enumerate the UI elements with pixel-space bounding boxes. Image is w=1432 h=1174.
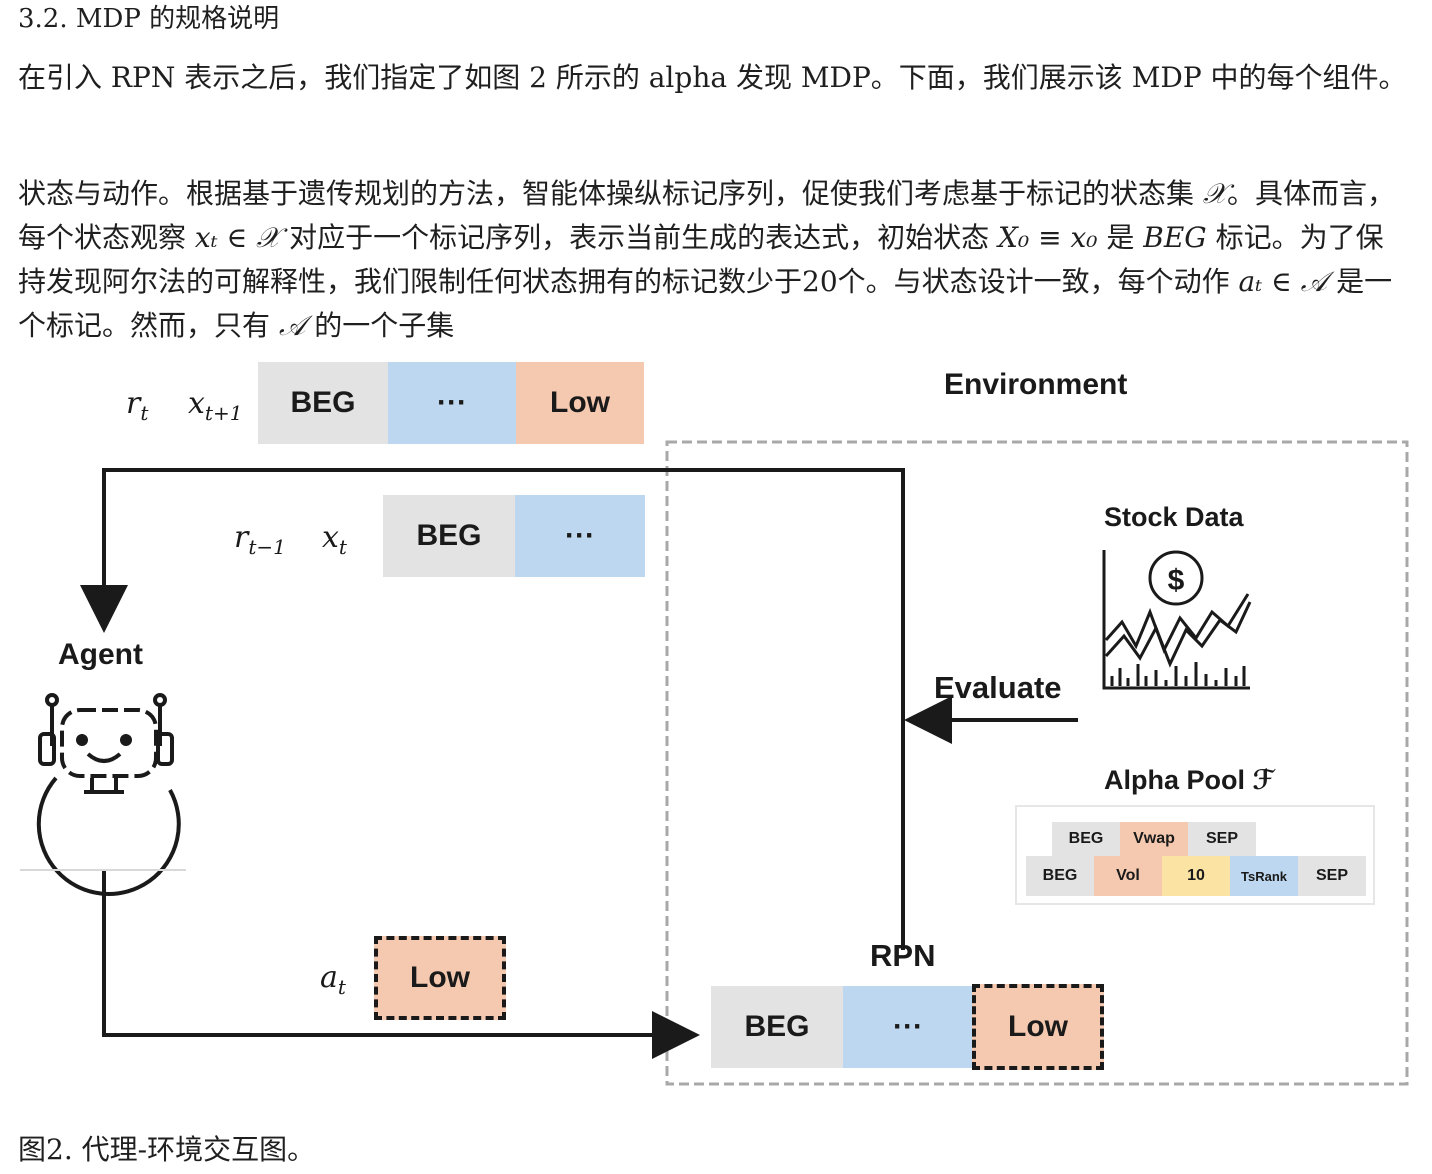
pool-token-10: 10: [1162, 856, 1230, 896]
text-run: 是: [1097, 221, 1144, 254]
text-run: 状态与动作。根据基于遗传规划的方法，智能体操纵标记序列，促使我们考虑基于标记的状…: [18, 177, 1203, 210]
environment-label: Environment: [944, 368, 1128, 401]
pool-token-vwap: Vwap: [1120, 822, 1188, 856]
math-xt-in-x: xₜ ∈ 𝒳: [194, 221, 281, 254]
text-run: 是一个标记。然而，只有: [18, 265, 1393, 342]
token-ellipsis: ···: [388, 362, 516, 444]
figure-lines: $: [20, 440, 1409, 1086]
text-run: 标记。为了保持发现阿尔法的可解释性，我们限制任何状态拥有的标记数少于20个。与状…: [18, 221, 1384, 298]
text-run: 的一个子集: [305, 309, 455, 342]
math-beg: BEG: [1143, 221, 1207, 254]
rpn-label: RPN: [870, 938, 936, 973]
token-ellipsis: ···: [515, 495, 645, 577]
math-at-in-a: aₜ ∈ 𝒜: [1238, 265, 1328, 298]
evaluate-label: Evaluate: [934, 670, 1062, 705]
pool-token-beg: BEG: [1052, 822, 1120, 856]
paragraph-intro: 在引入 RPN 表示之后，我们指定了如图 2 所示的 alpha 发现 MDP。…: [18, 61, 1407, 94]
token-beg: BEG: [258, 362, 388, 444]
environment-boundary: [665, 440, 1409, 1086]
pool-token-beg: BEG: [1026, 856, 1094, 896]
stock-chart-icon: [1102, 550, 1252, 690]
pool-token-vol: Vol: [1094, 856, 1162, 896]
dollar-icon: $: [1168, 564, 1185, 597]
token-beg: BEG: [711, 986, 843, 1068]
agent-label: Agent: [58, 638, 143, 671]
alpha-pool-label: Alpha Pool ℱ: [1104, 765, 1275, 795]
action-arrow: [102, 870, 700, 1059]
paragraph-state-action: 状态与动作。根据基于遗传规划的方法，智能体操纵标记序列，促使我们考虑基于标记的状…: [18, 172, 1410, 348]
reward-t-label: rt: [126, 386, 149, 425]
token-low: Low: [972, 984, 1104, 1070]
token-ellipsis: ···: [843, 986, 973, 1068]
stock-data-label: Stock Data: [1104, 502, 1244, 532]
pool-token-sep: SEP: [1298, 856, 1366, 896]
feedback-arrow: [80, 468, 905, 950]
text-run: 对应于一个标记序列，表示当前生成的表达式，初始状态: [280, 221, 999, 254]
section-title: 3.2. MDP 的规格说明: [18, 4, 280, 34]
pool-token-sep: SEP: [1188, 822, 1256, 856]
figure-caption: 图2. 代理-环境交互图。: [18, 1133, 316, 1166]
pool-token-tsrank: TsRank: [1230, 856, 1298, 896]
math-initial-state: X₀ ≡ x₀: [998, 221, 1098, 254]
text-run: 。具体而言，每个状态观察: [18, 177, 1396, 254]
agent-environment-figure: $ Environment Stock Data Evaluate Alpha …: [0, 350, 1432, 1110]
reward-tm1-label: rt−1: [234, 520, 286, 559]
action-t-label: at: [320, 960, 346, 999]
token-low: Low: [516, 362, 644, 444]
state-t-label: xt: [322, 520, 347, 559]
math-action-set: 𝒜: [278, 309, 306, 342]
state-t1-label: xt+1: [188, 386, 243, 425]
robot-agent-icon: [36, 693, 181, 896]
action-token-low: Low: [374, 936, 506, 1020]
token-beg: BEG: [383, 495, 515, 577]
math-state-set: 𝒳: [1202, 177, 1227, 210]
